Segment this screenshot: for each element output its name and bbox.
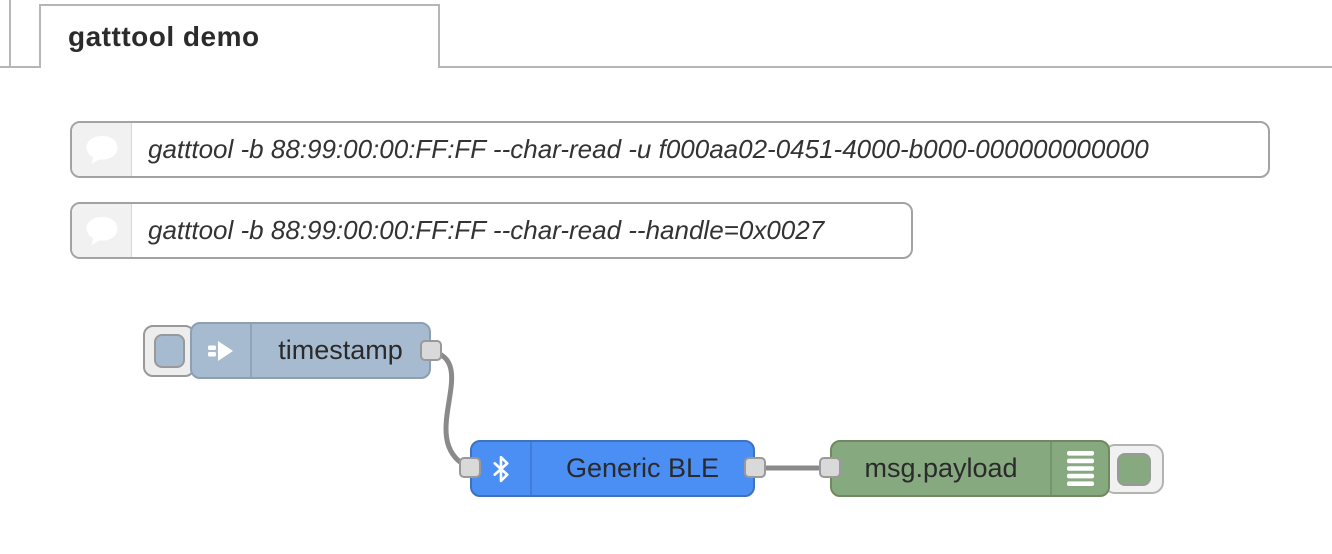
workspace-tab-gatttool-demo[interactable]: gatttool demo	[39, 4, 440, 68]
node-label: timestamp	[278, 335, 403, 365]
tab-bar-divider	[0, 66, 1332, 68]
generic-ble-node[interactable]: Generic BLE	[470, 440, 755, 497]
comment-icon-box	[72, 123, 132, 176]
ble-input-port[interactable]	[459, 457, 481, 478]
previous-tab-edge	[9, 0, 11, 67]
debug-icon-box	[1050, 442, 1108, 495]
ble-icon-box	[472, 442, 532, 495]
comment-icon-box	[72, 204, 132, 257]
comment-bubble-icon	[86, 135, 117, 164]
debug-node-msg-payload[interactable]: msg.payload	[830, 440, 1110, 497]
comment-text: gatttool -b 88:99:00:00:FF:FF --char-rea…	[148, 134, 1149, 164]
inject-output-port[interactable]	[420, 340, 442, 361]
debug-list-icon	[1066, 451, 1094, 486]
bluetooth-icon	[493, 455, 509, 482]
tab-label: gatttool demo	[68, 21, 260, 52]
inject-trigger-button[interactable]	[143, 325, 195, 377]
comment-text: gatttool -b 88:99:00:00:FF:FF --char-rea…	[148, 215, 825, 245]
node-label: msg.payload	[864, 453, 1018, 483]
debug-input-port[interactable]	[819, 457, 841, 478]
inject-icon-box	[192, 324, 252, 377]
inject-node-timestamp[interactable]: timestamp	[190, 322, 431, 379]
comment-node-char-read-uuid[interactable]: gatttool -b 88:99:00:00:FF:FF --char-rea…	[70, 121, 1270, 178]
debug-toggle-button[interactable]	[1103, 444, 1164, 494]
ble-output-port[interactable]	[744, 457, 766, 478]
debug-button-inner	[1116, 452, 1151, 486]
wire-inject-to-ble[interactable]	[428, 348, 469, 469]
inject-button-inner	[153, 334, 185, 368]
comment-node-char-read-handle[interactable]: gatttool -b 88:99:00:00:FF:FF --char-rea…	[70, 202, 913, 259]
comment-bubble-icon	[86, 216, 117, 245]
node-label: Generic BLE	[565, 453, 720, 483]
inject-arrow-icon	[208, 340, 233, 361]
